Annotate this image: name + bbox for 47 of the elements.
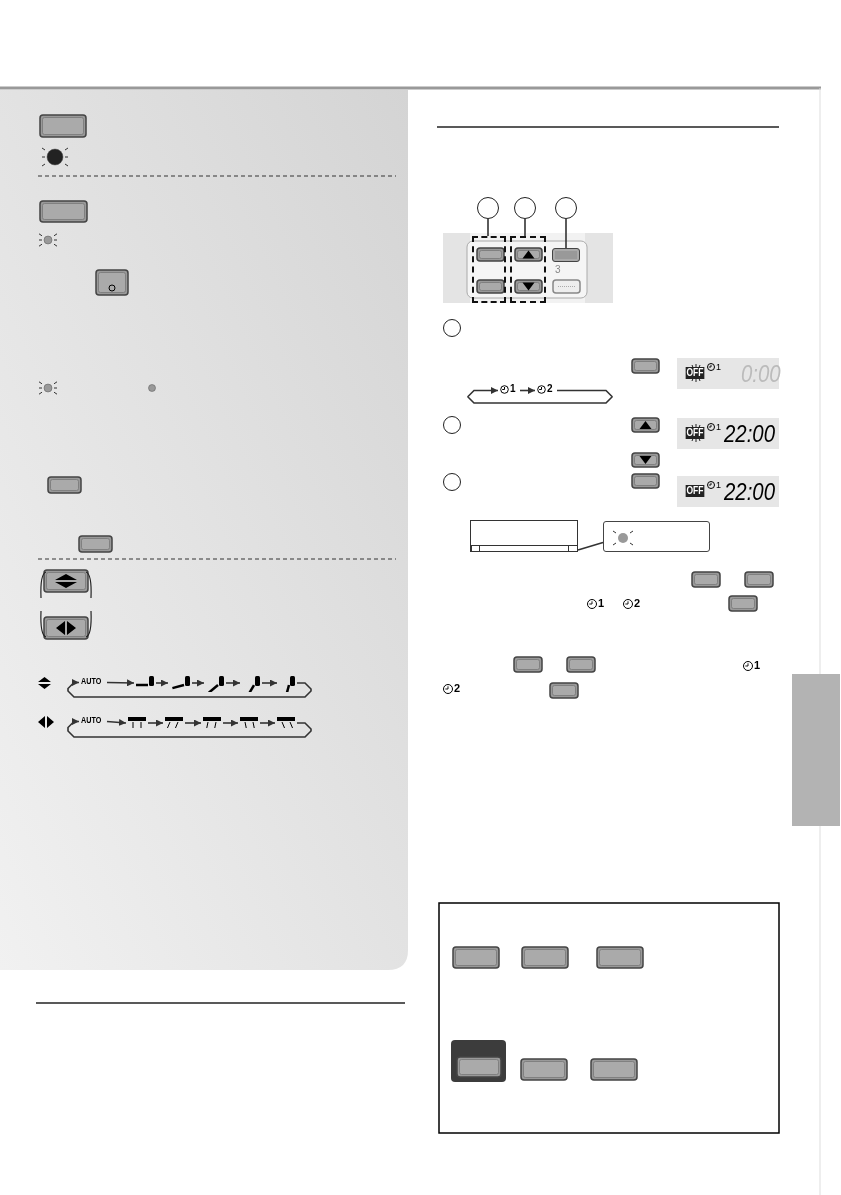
arrow xyxy=(155,679,169,687)
time-readout: 22:00 xyxy=(723,422,775,446)
arrow xyxy=(259,719,276,727)
mode-label: AUTO xyxy=(81,716,102,725)
time-readout: 0:00 xyxy=(741,362,781,386)
leader-line xyxy=(487,218,489,237)
arrow xyxy=(519,387,536,394)
arrow xyxy=(261,679,278,687)
time-readout: 22:00 xyxy=(723,480,775,504)
timer-number: 1 xyxy=(754,660,761,671)
callout-circle xyxy=(477,197,499,219)
timer-number: 1 xyxy=(716,423,721,432)
timer-number: 1 xyxy=(716,363,721,372)
off-indicator: OFF xyxy=(685,485,705,497)
callout-circle xyxy=(555,197,577,219)
dashed-frame xyxy=(510,236,546,303)
indoor-unit-drawing xyxy=(470,520,578,552)
arrow xyxy=(225,679,241,687)
arrow xyxy=(184,719,202,727)
arrow xyxy=(67,718,312,738)
dashed-frame xyxy=(472,236,506,303)
arrow xyxy=(467,387,613,404)
timer-number: 2 xyxy=(547,384,553,394)
off-indicator: OFF xyxy=(685,427,705,439)
arrow xyxy=(191,679,205,687)
arrow xyxy=(106,718,127,726)
leader-line xyxy=(524,218,526,237)
off-indicator: OFF xyxy=(685,367,705,379)
side-tab xyxy=(792,674,840,826)
callout-circle xyxy=(514,197,536,219)
leader-line xyxy=(565,218,567,249)
step-circle xyxy=(443,473,461,491)
arrow xyxy=(67,679,312,698)
timer-number: 2 xyxy=(634,598,641,609)
timer-number: 1 xyxy=(510,384,516,394)
arrow xyxy=(147,719,164,727)
step-circle xyxy=(443,319,461,337)
timer-number: 1 xyxy=(716,481,721,490)
callout-bubble xyxy=(603,521,710,552)
arrow xyxy=(222,719,239,727)
button-icon xyxy=(552,248,580,262)
step-circle xyxy=(443,416,461,434)
timer-number: 1 xyxy=(598,598,605,609)
button-number: 3 xyxy=(555,265,561,275)
timer-number: 2 xyxy=(454,683,461,694)
mode-label: AUTO xyxy=(81,677,102,686)
arrow xyxy=(106,679,135,687)
